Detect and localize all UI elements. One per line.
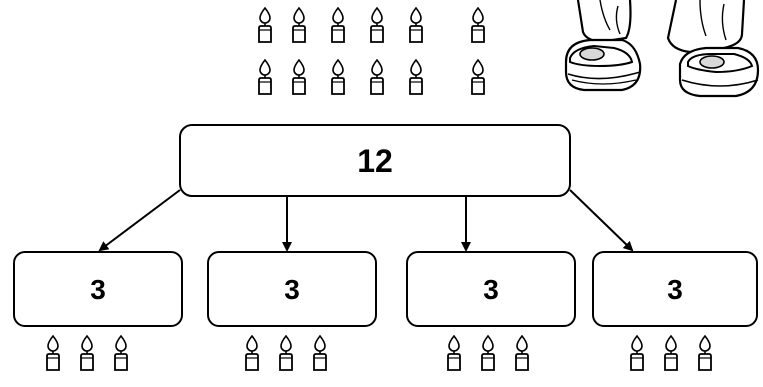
candle-icon: [370, 59, 384, 95]
part-candle-groups: [46, 335, 712, 371]
candle-icon: [471, 7, 485, 43]
candle-icon: [258, 59, 272, 95]
arrow-to-part-4: [569, 189, 634, 252]
candle-icon: [331, 7, 345, 43]
candle-icon: [447, 335, 461, 371]
part-box-1: 3: [13, 251, 183, 327]
total-candle-group: [258, 7, 485, 95]
part-label-2: 3: [284, 274, 300, 305]
candle-icon: [698, 335, 712, 371]
candle-icon: [515, 335, 529, 371]
boots-illustration-icon: [564, 0, 760, 98]
candle-icon: [664, 335, 678, 371]
arrow-to-part-1: [98, 189, 181, 252]
part-label-1: 3: [90, 274, 106, 305]
candle-icon: [279, 335, 293, 371]
part-box-4: 3: [592, 251, 758, 327]
candle-icon: [46, 335, 60, 371]
candle-icon: [292, 7, 306, 43]
total-box: 12: [179, 124, 571, 197]
candle-icon: [481, 335, 495, 371]
candle-icon: [258, 7, 272, 43]
candle-icon: [370, 7, 384, 43]
arrows: [98, 189, 634, 252]
candle-icon: [313, 335, 327, 371]
total-label: 12: [357, 143, 393, 179]
candle-icon: [114, 335, 128, 371]
candle-icon: [331, 59, 345, 95]
part-box-2: 3: [207, 251, 377, 327]
candle-icon: [409, 7, 423, 43]
part-label-4: 3: [667, 274, 683, 305]
candle-icon: [471, 59, 485, 95]
candle-icon: [292, 59, 306, 95]
candle-icon: [80, 335, 94, 371]
candle-icon: [630, 335, 644, 371]
part-box-3: 3: [406, 251, 576, 327]
candle-icon: [409, 59, 423, 95]
part-label-3: 3: [483, 274, 499, 305]
candle-icon: [245, 335, 259, 371]
